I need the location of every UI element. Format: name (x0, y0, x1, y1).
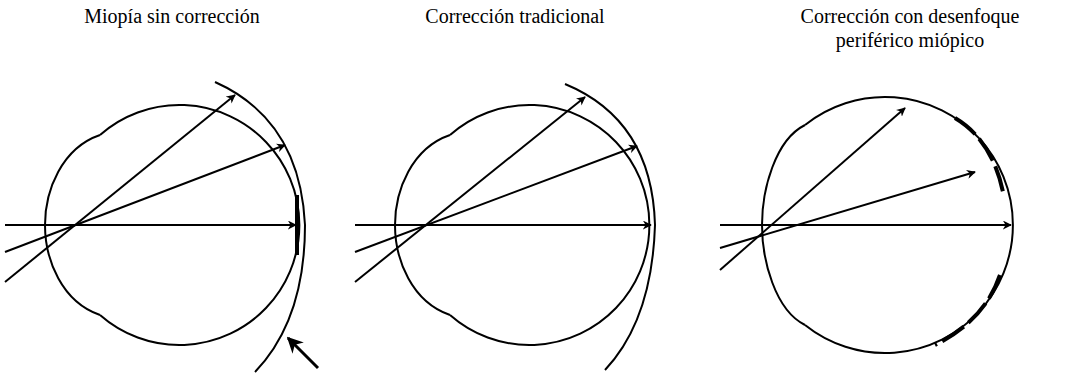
image-shell (215, 82, 305, 372)
light-ray (355, 97, 585, 282)
light-ray (5, 224, 296, 226)
light-ray (5, 95, 235, 282)
image-shell (935, 275, 1000, 345)
light-ray (355, 224, 651, 226)
image-shell (955, 118, 1003, 192)
panel-title: Corrección con desenfoque periférico mió… (775, 4, 1045, 52)
image-shell (565, 84, 655, 370)
light-ray (720, 108, 905, 270)
light-ray (355, 146, 637, 252)
panel-title: Miopía sin corrección (22, 4, 322, 28)
light-ray (720, 224, 1011, 226)
light-ray (720, 172, 975, 248)
panel-title: Corrección tradicional (365, 4, 665, 28)
pointer-arrow (288, 338, 318, 368)
light-ray (5, 145, 285, 252)
